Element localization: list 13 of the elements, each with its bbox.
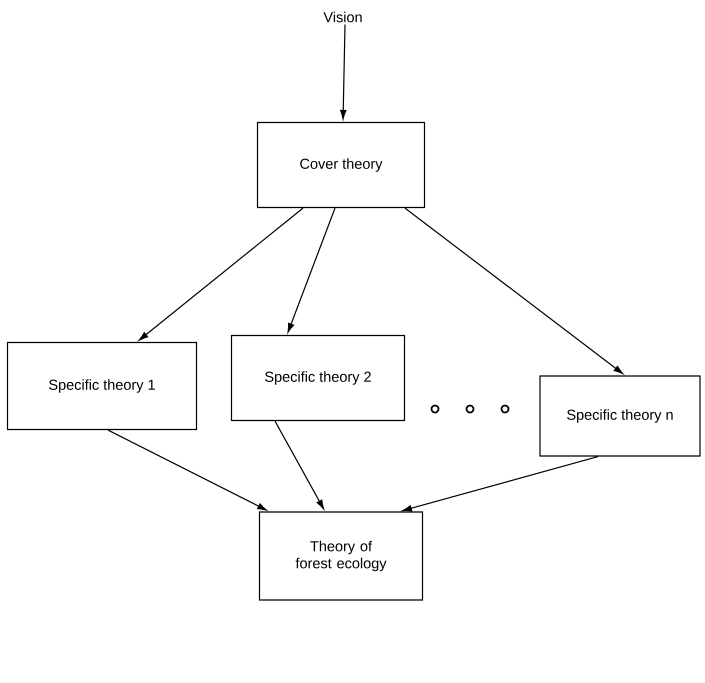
box: Theory of forest ecology (258, 511, 424, 601)
box: Specific theory 2 (230, 334, 406, 422)
arrow (274, 420, 324, 510)
arrow (108, 430, 267, 511)
text-label: Vision (323, 12, 362, 22)
box: Specific theory n (539, 375, 701, 457)
box: Cover theory (256, 122, 426, 208)
arrow (138, 208, 304, 341)
box: Specific theory 1 (6, 342, 198, 430)
arrow (288, 208, 336, 333)
arrow (402, 456, 598, 512)
arrow (404, 208, 624, 374)
arrow (340, 24, 346, 120)
